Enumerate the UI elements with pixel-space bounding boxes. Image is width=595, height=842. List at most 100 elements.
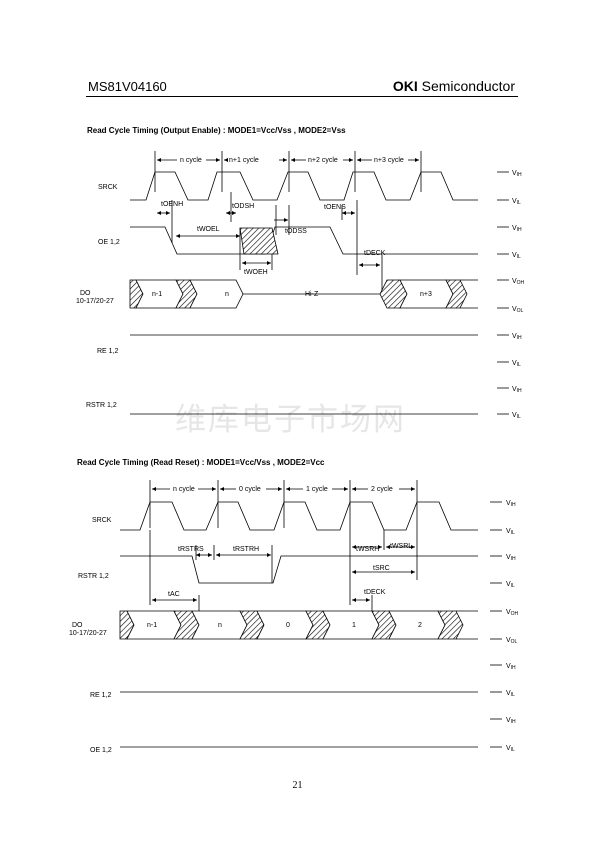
svg-text:VIL: VIL [506, 690, 515, 698]
d1-lvl-4: IL [517, 254, 521, 260]
svg-text:VIL: VIL [512, 412, 521, 420]
svg-text:VIL: VIL [512, 360, 521, 368]
d1-oe-markers [171, 192, 383, 290]
d1-do-cell-n: n [225, 291, 229, 298]
d1-lvl-2: IL [517, 200, 521, 206]
d1-label-re: RE 1,2 [97, 348, 119, 355]
d1-cycle-n3: n+3 cycle [374, 157, 404, 164]
d1-do-hiz: Hi-Z [305, 291, 319, 298]
d2-timing-arrows [152, 545, 415, 602]
d1-label-oe: OE 1,2 [98, 239, 120, 246]
d2-label-oe: OE 1,2 [90, 747, 112, 754]
d2-do-cell-2: 2 [418, 622, 422, 629]
d1-label-do-bits: 10-17/20-27 [76, 298, 114, 305]
d2-do-cell-n-1: n-1 [147, 622, 157, 629]
d2-do-cell-1: 1 [352, 622, 356, 629]
d1-do-cell-n3: n+3 [420, 291, 432, 298]
d2-lvl-6: OL [511, 639, 518, 645]
d1-timing-arrows [157, 211, 380, 267]
d2-label-rstr: RSTR 1,2 [78, 573, 109, 580]
d2-levels [490, 501, 502, 748]
d1-lvl-9: IH [517, 388, 522, 394]
d1-toens: tOENS [324, 204, 346, 211]
d2-rstr-markers [149, 530, 385, 612]
d1-cycle-n1: n+1 cycle [229, 157, 259, 164]
svg-text:VIH: VIH [512, 386, 522, 394]
svg-text:VIH: VIH [506, 663, 516, 671]
header-part-number: MS81V04160 [88, 79, 167, 94]
d1-cycle-markers [154, 151, 422, 192]
d2-cycle-1: 1 cycle [306, 486, 328, 493]
d2-cycle-n: n cycle [173, 486, 195, 493]
d2-tdeck: tDECK [364, 589, 386, 596]
svg-text:VIL: VIL [506, 745, 515, 753]
d1-twoeh: tWOEH [244, 269, 268, 276]
d1-label-rstr: RSTR 1,2 [86, 402, 117, 409]
d2-twsrh: tWSRH [356, 546, 379, 553]
diagram2-title: Read Cycle Timing (Read Reset) : MODE1=V… [77, 458, 325, 467]
d2-twsrl: tWSRL [390, 543, 412, 550]
header-brand: OKI Semiconductor [393, 78, 515, 94]
d1-cycle-n2: n+2 cycle [308, 157, 338, 164]
svg-text:VIL: VIL [512, 252, 521, 260]
d2-tsrc: tSRC [373, 565, 390, 572]
svg-text:VIH: VIH [512, 225, 522, 233]
d1-lvl-6: OL [517, 308, 524, 314]
d2-lvl-8: IL [511, 692, 515, 698]
d2-label-do: DO [72, 622, 83, 629]
page-number: 21 [292, 780, 303, 791]
d1-lvl-1: IH [517, 172, 522, 178]
watermark: 维库电子市场网 [175, 402, 406, 438]
d1-lvl-3: IH [517, 227, 522, 233]
d1-lvl-8: IL [517, 362, 521, 368]
d1-lvl-7: IH [517, 335, 522, 341]
d1-do-cell-n-1: n-1 [152, 291, 162, 298]
d2-do-cell-n: n [218, 622, 222, 629]
d1-cycle-n: n cycle [180, 157, 202, 164]
svg-text:VIL: VIL [512, 198, 521, 206]
d2-lvl-9: IH [511, 719, 516, 725]
d2-lvl-2: IL [511, 530, 515, 536]
d2-label-do-bits: 10-17/20-27 [69, 630, 107, 637]
d1-do-bus [129, 227, 478, 309]
d2-trstrh: tRSTRH [233, 546, 259, 553]
d1-twoel: tWOEL [197, 226, 220, 233]
diagram1-title: Read Cycle Timing (Output Enable) : MODE… [87, 126, 346, 135]
d2-lvl-1: IH [511, 502, 516, 508]
d1-lvl-5: OH [517, 280, 525, 286]
d2-lvl-10: IL [511, 747, 515, 753]
d1-todsh: tODSH [232, 203, 254, 210]
d2-label-re: RE 1,2 [90, 692, 112, 699]
d2-trstrs: tRSTRS [178, 546, 204, 553]
diagram2: n cycle 0 cycle 1 cycle 2 cycle [69, 480, 519, 754]
d2-lvl-4: IL [511, 583, 515, 589]
diagram1: n cycle n+1 cycle n+2 cycle n+3 cycle [76, 151, 525, 420]
svg-text:VOH: VOH [512, 278, 525, 286]
svg-text:VIH: VIH [512, 333, 522, 341]
svg-text:VOL: VOL [506, 637, 518, 645]
d1-label-srck: SRCK [98, 184, 118, 191]
d2-label-srck: SRCK [92, 517, 112, 524]
d2-srck-waveform [120, 501, 478, 531]
d2-lvl-3: IH [511, 556, 516, 562]
d2-lvl-7: IH [511, 665, 516, 671]
d1-tdeck: tDECK [364, 250, 386, 257]
d1-srck-waveform [130, 171, 478, 201]
svg-text:VIL: VIL [506, 581, 515, 589]
d2-do-bus [119, 610, 478, 640]
svg-text:VIH: VIH [506, 500, 516, 508]
svg-text:VIL: VIL [506, 528, 515, 536]
d1-levels [497, 171, 509, 415]
d1-label-do: DO [80, 290, 91, 297]
d2-lvl-5: OH [511, 611, 519, 617]
header-rule [86, 96, 518, 97]
brand-suffix: Semiconductor [421, 78, 515, 94]
d2-cycle-markers [149, 480, 418, 605]
svg-text:VIH: VIH [506, 717, 516, 725]
brand-name: OKI [392, 78, 418, 94]
d2-tac: tAC [168, 591, 180, 598]
svg-text:VIH: VIH [506, 554, 516, 562]
d2-do-cell-0: 0 [286, 622, 290, 629]
d1-todss: tODSS [285, 228, 307, 235]
